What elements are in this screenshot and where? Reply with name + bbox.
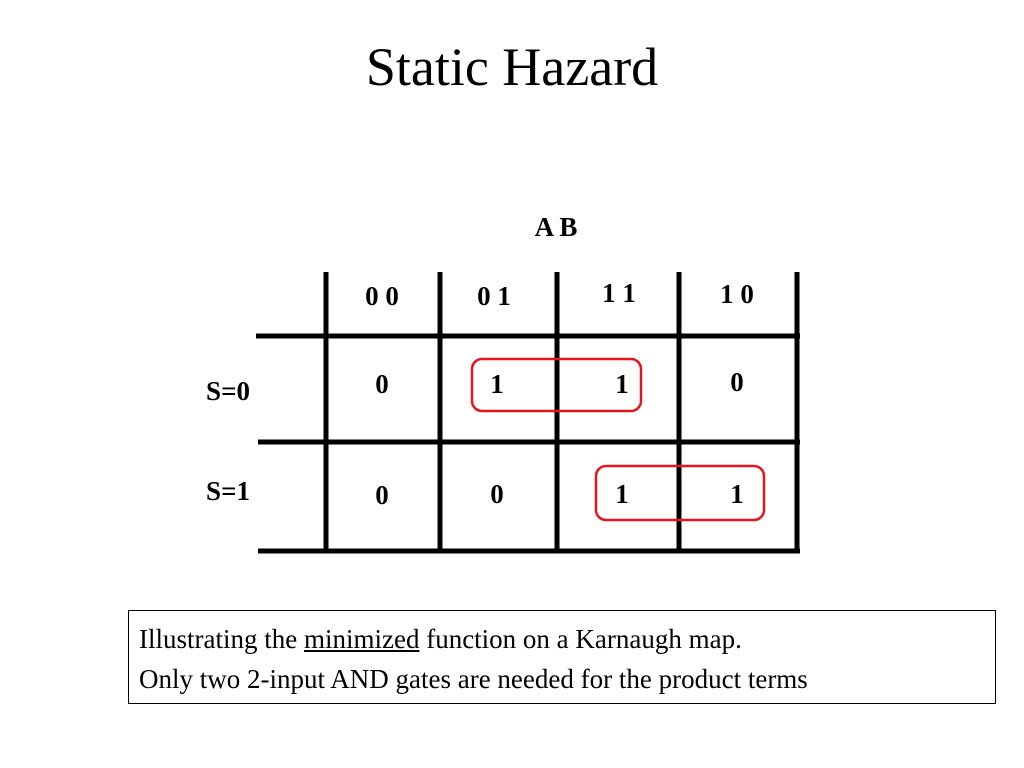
cell-s1-10: 1	[730, 479, 744, 509]
group-loop-s0-b	[470, 357, 643, 413]
cell-s1-01: 0	[490, 479, 504, 509]
caption-emphasis: minimized	[303, 624, 420, 654]
column-header-00: 0 0	[365, 281, 399, 311]
column-variables-label: A B	[535, 212, 578, 242]
cell-s0-01: 1	[490, 369, 504, 399]
caption-text: function on a Karnaugh map.	[419, 624, 742, 654]
row-header-s0: S=0	[206, 376, 250, 406]
caption-box: Illustrating the minimized function on a…	[128, 610, 996, 704]
caption-line-2: Only two 2-input AND gates are needed fo…	[139, 664, 808, 694]
column-header-10: 1 0	[720, 279, 754, 309]
caption-line-1: Illustrating the minimized function on a…	[139, 619, 995, 659]
cell-s1-11: 1	[615, 479, 629, 509]
cell-s1-00: 0	[375, 480, 389, 510]
group-loop-s1-a	[594, 464, 766, 522]
slide-title: Static Hazard	[365, 37, 659, 97]
column-header-11: 1 1	[602, 278, 636, 308]
kmap-grid	[256, 272, 800, 554]
caption-text: Illustrating the	[139, 624, 304, 654]
cell-s0-11: 1	[615, 369, 629, 399]
column-header-01: 0 1	[477, 281, 511, 311]
row-header-s1: S=1	[206, 476, 250, 506]
cell-s0-00: 0	[375, 369, 389, 399]
cell-s0-10: 0	[730, 367, 744, 397]
